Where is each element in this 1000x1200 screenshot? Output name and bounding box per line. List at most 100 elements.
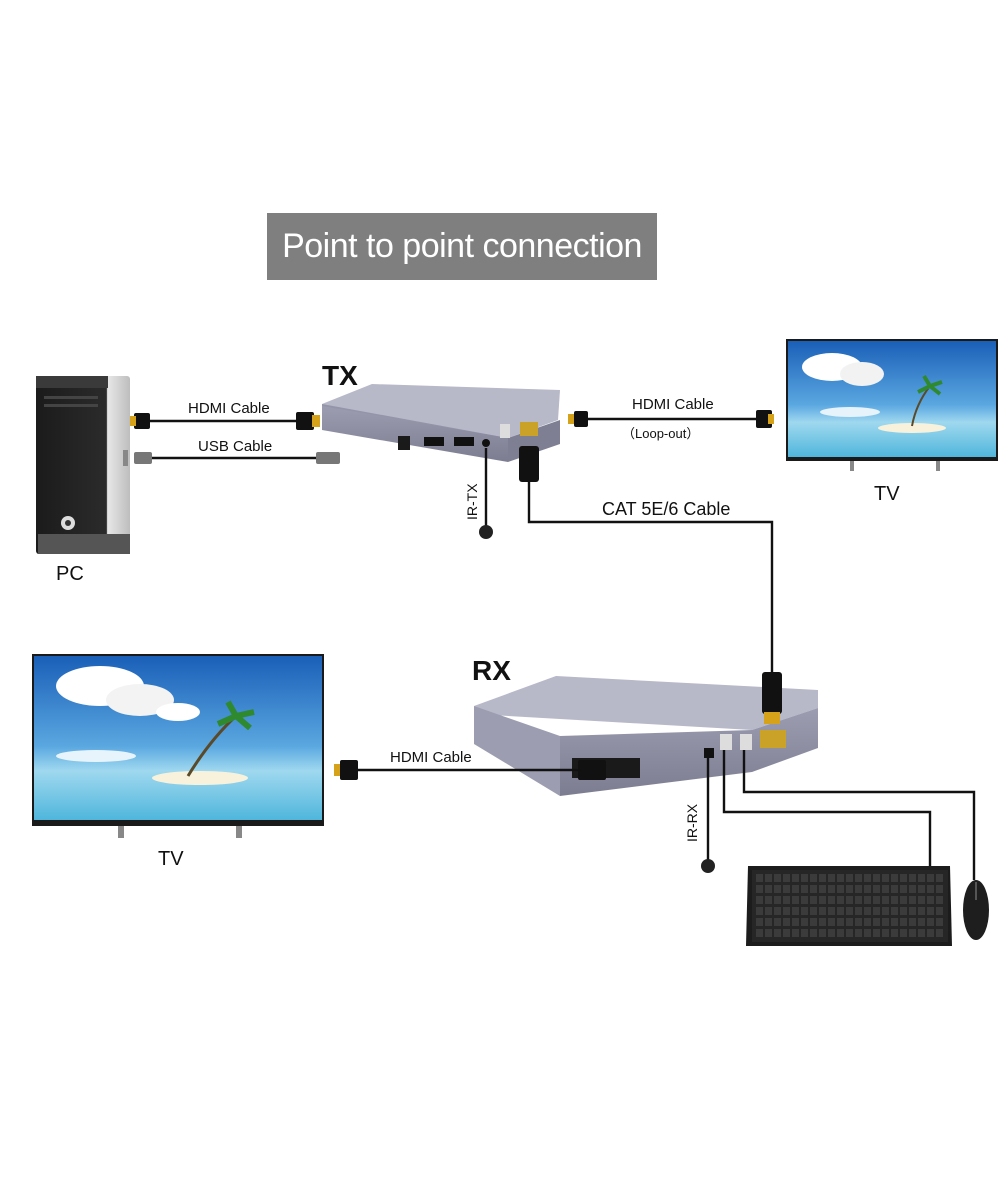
cat-cable-label: CAT 5E/6 Cable bbox=[602, 499, 731, 519]
keyboard-key bbox=[774, 885, 781, 893]
keyboard-key bbox=[855, 929, 862, 937]
keyboard-key bbox=[900, 929, 907, 937]
keyboard-key bbox=[918, 918, 925, 926]
keyboard-key bbox=[846, 918, 853, 926]
keyboard-key bbox=[774, 929, 781, 937]
keyboard-key bbox=[819, 918, 826, 926]
cable-connectors bbox=[130, 410, 782, 873]
keyboard-key bbox=[918, 929, 925, 937]
cables bbox=[146, 417, 976, 880]
ir-tx-label: IR-TX bbox=[464, 483, 480, 520]
keyboard-key bbox=[891, 907, 898, 915]
pc-tower bbox=[36, 376, 130, 554]
tv-right-label: TV bbox=[874, 483, 900, 505]
keyboard-key bbox=[756, 918, 763, 926]
keyboard-key bbox=[918, 874, 925, 882]
keyboard-key bbox=[810, 918, 817, 926]
tx-hdmi-cable-label: HDMI Cable bbox=[188, 400, 270, 417]
keyboard-key bbox=[846, 907, 853, 915]
keyboard-key bbox=[936, 885, 943, 893]
keyboard-key bbox=[792, 874, 799, 882]
keyboard-key bbox=[909, 896, 916, 904]
keyboard-key bbox=[900, 896, 907, 904]
keyboard-key bbox=[783, 929, 790, 937]
keyboard-key bbox=[801, 896, 808, 904]
keyboard-key bbox=[792, 918, 799, 926]
keyboard-key bbox=[810, 907, 817, 915]
keyboard-key bbox=[756, 874, 763, 882]
keyboard-key bbox=[900, 918, 907, 926]
keyboard-key bbox=[927, 929, 934, 937]
rx-hdmi-cable-label: HDMI Cable bbox=[390, 749, 472, 766]
ir-rx-label: IR-RX bbox=[684, 803, 700, 842]
loop-out-note: （Loop-out） bbox=[622, 426, 700, 441]
keyboard-key bbox=[801, 885, 808, 893]
keyboard-key bbox=[918, 896, 925, 904]
keyboard-key bbox=[882, 918, 889, 926]
tv-right bbox=[786, 339, 998, 471]
keyboard-key bbox=[900, 874, 907, 882]
keyboard-key bbox=[801, 918, 808, 926]
keyboard-key bbox=[756, 929, 763, 937]
keyboard-key bbox=[792, 896, 799, 904]
keyboard-key bbox=[765, 918, 772, 926]
tv-left bbox=[32, 654, 324, 838]
keyboard-key bbox=[909, 874, 916, 882]
keyboard-key bbox=[936, 907, 943, 915]
keyboard-key bbox=[774, 918, 781, 926]
keyboard bbox=[746, 866, 952, 946]
keyboard-key bbox=[855, 918, 862, 926]
keyboard-key bbox=[882, 896, 889, 904]
keyboard-key bbox=[855, 874, 862, 882]
keyboard-key bbox=[819, 874, 826, 882]
keyboard-key bbox=[828, 907, 835, 915]
keyboard-key bbox=[765, 907, 772, 915]
keyboard-key bbox=[765, 885, 772, 893]
keyboard-key bbox=[873, 907, 880, 915]
keyboard-key bbox=[792, 929, 799, 937]
keyboard-key bbox=[927, 874, 934, 882]
keyboard-key bbox=[927, 896, 934, 904]
keyboard-key bbox=[873, 918, 880, 926]
keyboard-key bbox=[837, 874, 844, 882]
tx-device bbox=[322, 384, 560, 462]
keyboard-key bbox=[864, 874, 871, 882]
keyboard-key bbox=[891, 918, 898, 926]
keyboard-key bbox=[819, 929, 826, 937]
keyboard-key bbox=[900, 885, 907, 893]
keyboard-key bbox=[855, 896, 862, 904]
keyboard-key bbox=[810, 874, 817, 882]
keyboard-key bbox=[783, 874, 790, 882]
keyboard-key bbox=[783, 896, 790, 904]
title-banner: Point to point connection bbox=[267, 213, 657, 280]
keyboard-key bbox=[900, 907, 907, 915]
tv-left-label: TV bbox=[158, 848, 184, 870]
keyboard-key bbox=[882, 907, 889, 915]
keyboard-key bbox=[918, 907, 925, 915]
keyboard-key bbox=[774, 896, 781, 904]
keyboard-key bbox=[909, 885, 916, 893]
keyboard-key bbox=[837, 929, 844, 937]
keyboard-key bbox=[918, 885, 925, 893]
keyboard-key bbox=[873, 885, 880, 893]
keyboard-key bbox=[864, 929, 871, 937]
keyboard-key bbox=[819, 896, 826, 904]
keyboard-key bbox=[801, 907, 808, 915]
keyboard-key bbox=[819, 907, 826, 915]
keyboard-key bbox=[891, 874, 898, 882]
keyboard-key bbox=[909, 907, 916, 915]
keyboard-key bbox=[873, 896, 880, 904]
keyboard-key bbox=[765, 929, 772, 937]
keyboard-key bbox=[810, 885, 817, 893]
keyboard-key bbox=[756, 907, 763, 915]
keyboard-key bbox=[828, 918, 835, 926]
keyboard-key bbox=[891, 929, 898, 937]
keyboard-key bbox=[846, 885, 853, 893]
keyboard-key bbox=[873, 929, 880, 937]
keyboard-key bbox=[756, 896, 763, 904]
keyboard-key bbox=[783, 885, 790, 893]
keyboard-key bbox=[936, 874, 943, 882]
keyboard-key bbox=[810, 896, 817, 904]
loop-hdmi-cable-label: HDMI Cable bbox=[632, 396, 714, 413]
